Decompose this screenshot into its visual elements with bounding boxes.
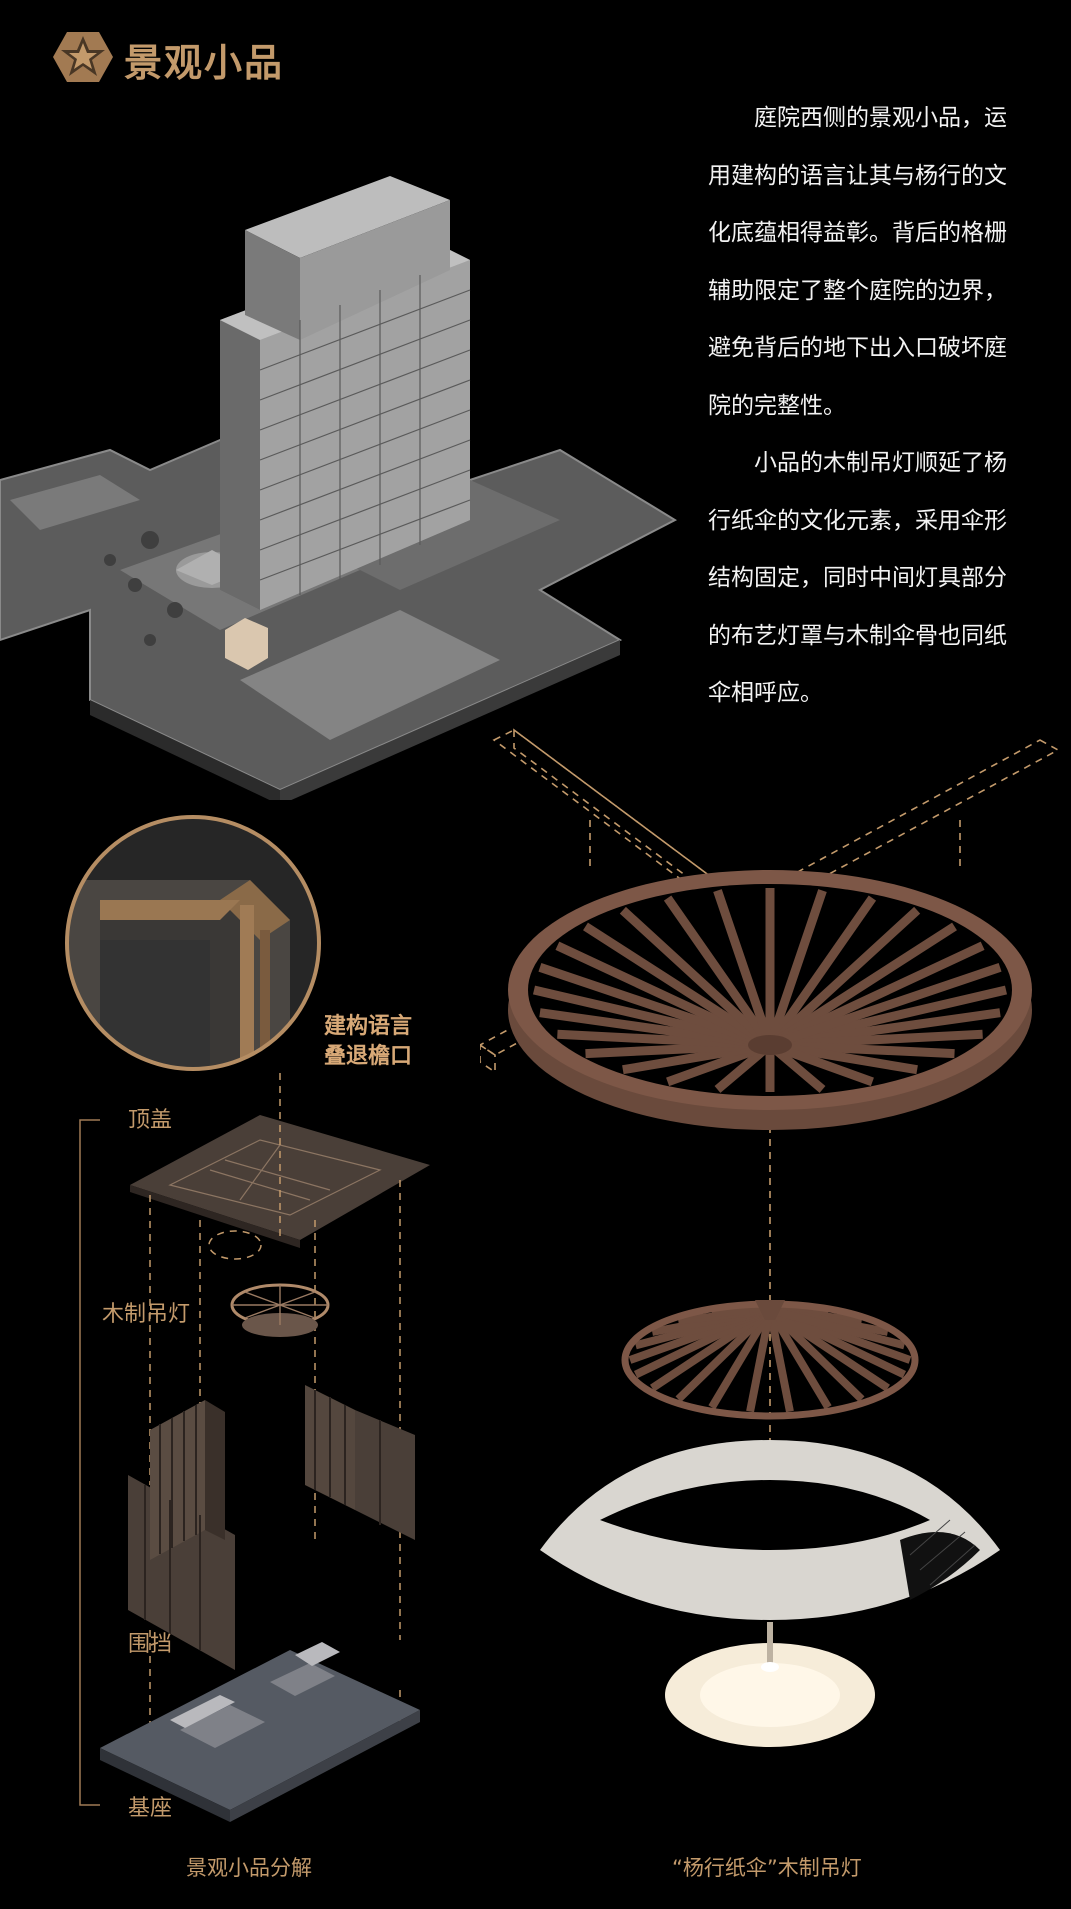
layer-label-lantern: 木制吊灯 (102, 1302, 191, 1327)
ring-spoke (767, 922, 957, 1049)
cone-spoke (766, 1307, 832, 1410)
cone-spoke (767, 1306, 890, 1392)
eave-detail-magnifier (65, 815, 321, 1071)
ring-spoke (583, 922, 773, 1049)
layer-label-screen: 围挡 (128, 1632, 173, 1657)
callout-eave: 建构语言 叠退檐口 (324, 1014, 413, 1069)
layer-label-roof: 顶盖 (128, 1108, 173, 1133)
cone-spoke (768, 1306, 906, 1350)
caption-lantern: “杨行纸伞”木制吊灯 (672, 1856, 862, 1880)
ring-spoke (663, 895, 774, 1048)
description-paragraph-2: 小品的木制吊灯顺延了杨 行纸伞的文化元素，采用伞形 结构固定，同时中间灯具部分 … (708, 450, 1007, 706)
ring-spoke (765, 889, 827, 1047)
page-title: 景观小品 (124, 41, 285, 85)
ring-spoke (766, 895, 877, 1048)
aerial-site-model (0, 176, 678, 800)
cone-spoke (767, 1307, 865, 1403)
lantern-exploded-diagram (480, 728, 1060, 1747)
small-lantern-icon (230, 1283, 330, 1337)
ring-spoke (768, 963, 1002, 1050)
cone-spoke (746, 1309, 774, 1413)
ring-spoke (619, 906, 774, 1049)
exploded-pavilion-diagram (79, 1070, 430, 1822)
hexagon-star-logo-icon (53, 32, 113, 82)
layer-label-base: 基座 (128, 1796, 173, 1821)
ring-spoke (766, 906, 921, 1049)
cone-spoke (708, 1307, 774, 1410)
cone-spoke (766, 1309, 794, 1413)
caption-exploded: 景观小品分解 (186, 1856, 312, 1880)
ring-spoke (713, 889, 775, 1047)
ring-spoke (555, 941, 772, 1050)
description-paragraph-1: 庭院西侧的景观小品，运 用建构的语言让其与杨行的文 化底蕴相得益彰。背后的格栅 … (708, 105, 1007, 419)
